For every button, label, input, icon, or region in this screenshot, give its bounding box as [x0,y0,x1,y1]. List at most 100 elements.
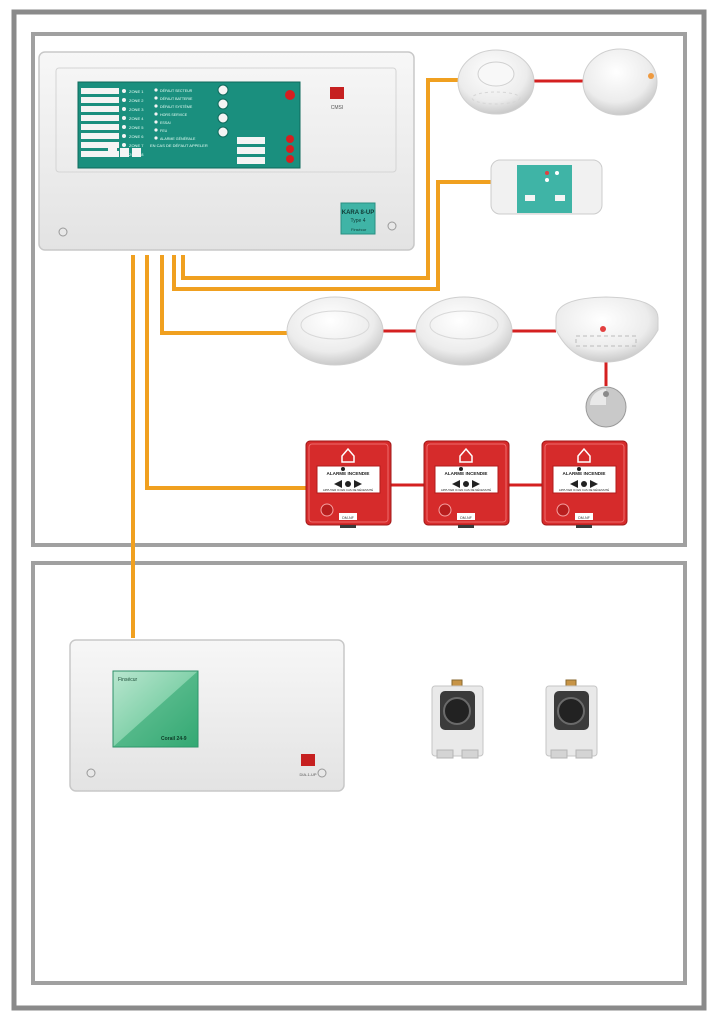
fire-house-icon [459,447,473,463]
cable-to-smoke-detectors [160,255,290,335]
interface-module [490,159,603,215]
nav-button-center[interactable] [120,148,129,157]
ceiling-optical-detector [582,48,658,116]
status-label: FEU [160,129,168,133]
panel-model-line1: KARA 8-UP [342,210,374,216]
control-knob-1[interactable] [217,84,229,96]
call-point-reset-dot [459,467,463,471]
function-key-3[interactable] [237,157,265,164]
call-point-base [340,525,356,528]
fault-led-2 [286,145,294,153]
optical-detector-led [648,73,654,79]
module-led-1 [545,171,549,175]
repeater-tag: DIA-1-UP [299,772,316,777]
call-point-label-top: ALARME INCENDIE [327,471,370,476]
call-point-tag-box [339,513,357,520]
zone-indicator-box [81,97,119,103]
function-key-1[interactable] [237,137,265,144]
cable-to-ceiling-detectors [181,78,458,280]
cabling [131,78,492,638]
door-holder-list [431,679,598,759]
upper-zone-frame [31,32,687,547]
smoke-detector-1-rim [300,310,370,340]
flame-logo-icon [320,503,334,517]
press-point-icon [581,481,587,487]
control-knob-3[interactable] [217,112,229,124]
call-point-glass[interactable] [552,465,617,494]
status-indicator-led [154,128,158,132]
call-point-tag-box [457,513,475,520]
remote-indicator-lens [590,389,606,405]
ceiling-heat-detector [457,49,535,115]
lower-zone-frame [31,561,687,985]
device-links [380,79,608,487]
zone-label: ZONE 5 [129,125,144,130]
flame-logo-icon [556,503,570,517]
flame-logo-icon [438,503,452,517]
repeater-display-shade [113,671,198,747]
control-knob-4[interactable] [217,126,229,138]
function-key-2[interactable] [237,147,265,154]
zone-indicator-led [122,134,126,138]
multi-sensor-led [600,326,606,332]
call-point-label-bottom: APPUYER ICI EN CAS DE NÉCESSITÉ [323,487,373,492]
fire-house-icon [577,447,591,463]
call-point-bevel [308,443,389,523]
press-arrows-icon [334,480,362,488]
status-indicator-led [154,104,158,108]
call-point-glass[interactable] [434,465,499,494]
status-indicator-led [154,136,158,140]
panel-model-line2: Type 4 [350,218,365,224]
zone-indicator-box [81,88,119,94]
manual-call-points: ALARME INCENDIE APPUYER ICI EN CAS DE NÉC… [305,440,628,528]
call-point-label-top: ALARME INCENDIE [445,471,488,476]
fault-led-3 [286,155,294,163]
status-label: DÉFAUT SECTEUR [160,88,193,93]
zone-indicator-led [122,107,126,111]
multi-sensor-body [555,296,659,363]
status-label: DÉFAUT SYSTÈME [160,104,193,109]
multi-sensor-slots [575,335,637,347]
call-point-tag-box [575,513,593,520]
repeater-logo-badge [301,754,315,766]
alarm-led [285,90,295,100]
call-point-tag: DM-NF [460,516,472,520]
call-point-glass[interactable] [316,465,381,494]
control-knob-2[interactable] [217,98,229,110]
zone-indicator-led [122,89,126,93]
smoke-detector-2 [415,296,513,366]
door-holder-foot [575,749,593,759]
module-button-right[interactable] [555,195,565,201]
repeater-brand: Finsécur [118,677,138,683]
call-point-base [576,525,592,528]
call-point-label-top: ALARME INCENDIE [563,471,606,476]
call-point-bevel [426,443,507,523]
cable-to-interface-module [172,180,492,291]
zone-indicator-led [122,116,126,120]
zone-label: ZONE 3 [129,107,144,112]
status-indicator-led [154,96,158,100]
repeater-screw-right [317,768,327,778]
panel-logo-text: CMSI [331,105,344,111]
module-button-left[interactable] [525,195,535,201]
zone-label: ZONE 2 [129,98,144,103]
remote-indicator [585,386,627,428]
multi-sensor-detector [555,296,659,363]
nav-button-right[interactable] [132,148,141,157]
panel-model-label [340,202,376,235]
zone-label: ZONE 6 [129,134,144,139]
status-indicator-led [154,120,158,124]
status-label: HORS SERVICE [160,113,188,117]
status-label: ESSAI [160,121,171,125]
zone-label: ZONE 7 [129,143,144,148]
fire-house-icon [341,447,355,463]
nav-button-left[interactable] [108,148,117,157]
zone-indicator-led [122,125,126,129]
status-indicator-led [154,88,158,92]
smoke-detector-1 [286,296,384,366]
module-display [517,165,572,213]
